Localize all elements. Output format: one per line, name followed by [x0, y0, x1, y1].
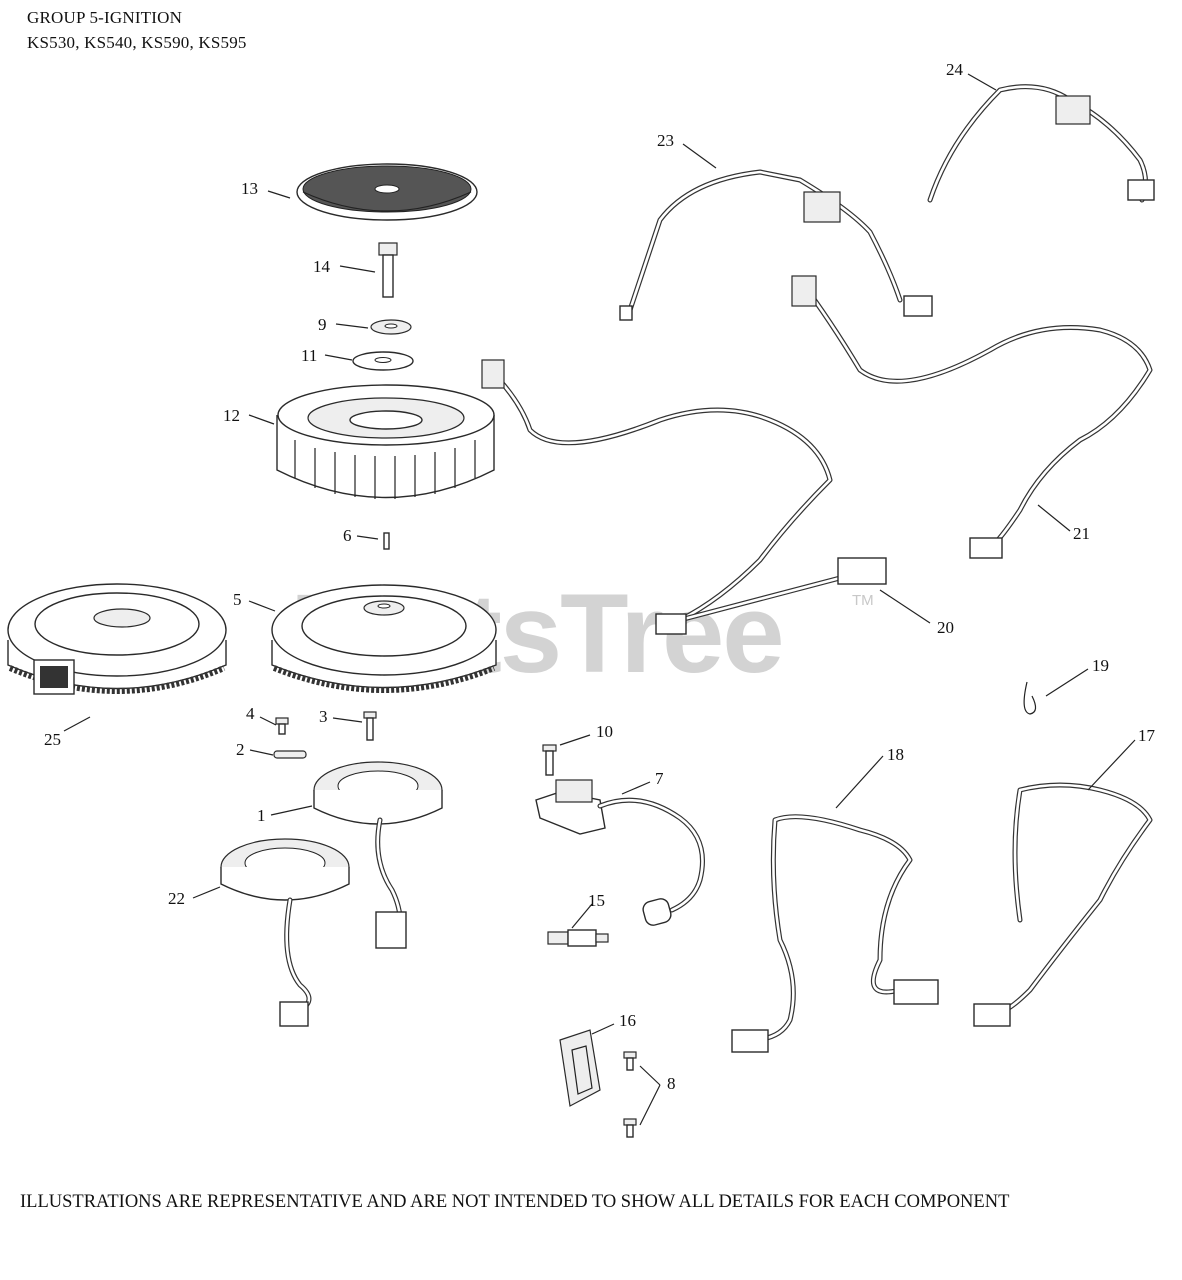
callout-15: 15 [588, 891, 605, 910]
callout-1: 1 [257, 806, 266, 825]
part-24-wire-harness[interactable] [927, 84, 1155, 203]
callout-21: 21 [1073, 524, 1090, 543]
part-20-wire-harness[interactable] [481, 359, 887, 635]
part-6-flywheel-key[interactable] [383, 532, 390, 550]
callout-6: 6 [343, 526, 352, 545]
callout-5: 5 [233, 590, 242, 609]
callout-10: 10 [596, 722, 613, 741]
callout-12: 12 [223, 406, 240, 425]
callout-11: 11 [301, 346, 317, 365]
callout-22: 22 [168, 889, 185, 908]
callout-9: 9 [318, 315, 327, 334]
callout-20: 20 [937, 618, 954, 637]
part-13-flywheel-screen[interactable] [296, 163, 478, 221]
part-17-wire-harness[interactable] [973, 782, 1153, 1027]
part-7-ignition-module[interactable] [535, 779, 705, 927]
callout-16: 16 [619, 1011, 636, 1030]
disclaimer-footer: ILLUSTRATIONS ARE REPRESENTATIVE AND ARE… [20, 1192, 1010, 1212]
diagram-model-list: KS530, KS540, KS590, KS595 [27, 33, 247, 52]
callout-2: 2 [236, 740, 245, 759]
part-19-cable-tie[interactable] [1023, 681, 1037, 715]
callout-labels: 13 14 9 11 12 6 5 25 4 3 2 1 22 10 7 15 … [44, 60, 1156, 1093]
diagram-group-title: GROUP 5-IGNITION [27, 8, 183, 27]
callout-17: 17 [1138, 726, 1156, 745]
part-5-flywheel[interactable] [271, 584, 497, 693]
part-1-stator[interactable] [313, 761, 443, 949]
callout-23: 23 [657, 131, 674, 150]
callout-14: 14 [313, 257, 331, 276]
part-11-retainer-plate[interactable] [352, 351, 414, 371]
part-23-wire-harness[interactable] [619, 169, 933, 321]
part-2-spacer[interactable] [273, 750, 307, 759]
callout-leader-lines [63, 73, 1136, 1126]
callout-24: 24 [946, 60, 964, 79]
part-25-flywheel-assembly[interactable] [7, 583, 227, 695]
part-10-screw[interactable] [542, 744, 557, 776]
part-22-stator[interactable] [220, 838, 350, 1027]
callout-8: 8 [667, 1074, 676, 1093]
watermark-trademark: TM [852, 592, 874, 609]
part-4-screw[interactable] [275, 717, 289, 735]
callout-18: 18 [887, 745, 904, 764]
callout-3: 3 [319, 707, 328, 726]
callout-25: 25 [44, 730, 61, 749]
callout-7: 7 [655, 769, 664, 788]
part-16-voltage-regulator[interactable] [559, 1029, 601, 1107]
part-3-screw[interactable] [363, 711, 377, 741]
part-12-cooling-fan[interactable] [276, 384, 495, 499]
part-9-washer[interactable] [370, 319, 412, 335]
callout-19: 19 [1092, 656, 1109, 675]
part-8-screws[interactable] [623, 1051, 637, 1138]
part-21-wire-harness[interactable] [791, 275, 1153, 559]
part-15-spark-plug[interactable] [547, 929, 609, 947]
part-18-wire-harness[interactable] [731, 814, 939, 1053]
callout-13: 13 [241, 179, 258, 198]
callout-4: 4 [246, 704, 255, 723]
part-14-flywheel-bolt[interactable] [378, 242, 398, 298]
